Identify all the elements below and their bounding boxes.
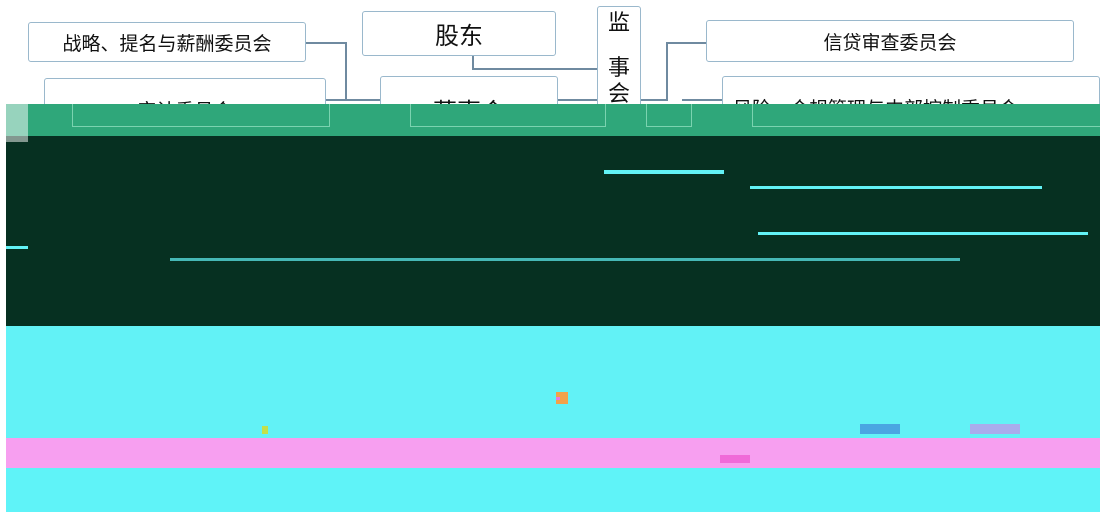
supervisors-label-char-2: 事 <box>607 56 630 82</box>
credit-committee-box: 信贷审查委员会 <box>706 20 1074 62</box>
glitch-cyan-line-3 <box>758 232 1088 235</box>
supervisors-label-char-3: 会 <box>607 81 630 107</box>
glitch-speck-violet <box>970 424 1020 434</box>
connector-to-risk <box>682 99 722 101</box>
connector-vertical-right <box>666 42 668 100</box>
glitch-ghost-box-3 <box>646 104 692 127</box>
glitch-speck-multicolor <box>860 424 900 434</box>
glitch-speck-pink <box>556 397 560 400</box>
glitch-cyan-line-4 <box>170 258 960 261</box>
glitch-white-left <box>0 102 28 142</box>
glitch-band-cyan-bottom <box>6 468 1100 512</box>
connector-shareholders-down <box>472 56 474 70</box>
glitch-cyan-line-1 <box>604 170 724 174</box>
connector-supervisors-right <box>640 99 668 101</box>
shareholders-label: 股东 <box>435 22 483 50</box>
glitch-band-dark <box>6 136 1100 326</box>
glitch-ghost-box-2 <box>410 104 606 127</box>
connector-audit-to-board <box>326 99 380 101</box>
glitch-speck-orange <box>556 392 568 404</box>
glitch-ghost-box-1 <box>72 104 330 127</box>
strategy-committee-box: 战略、提名与薪酬委员会 <box>28 22 306 62</box>
glitch-cyan-line-2 <box>750 186 1042 189</box>
supervisors-label-char-1: 监 <box>607 11 630 36</box>
connector-to-credit <box>666 42 706 44</box>
connector-strategy-to-board <box>306 42 346 44</box>
glitch-band-pink <box>6 438 1100 468</box>
glitch-ghost-box-4 <box>752 104 1100 127</box>
glitch-speck-magenta <box>720 455 750 463</box>
glitch-speck-green <box>262 426 268 434</box>
glitch-band-green <box>6 104 1100 136</box>
glitch-cyan-line-5 <box>6 246 28 249</box>
connector-vertical-left <box>345 42 347 100</box>
strategy-committee-label: 战略、提名与薪酬委员会 <box>62 32 272 55</box>
shareholders-box: 股东 <box>362 11 556 56</box>
connector-board-to-supervisors <box>558 99 598 101</box>
supervisors-box: 监 事 会 <box>597 6 641 110</box>
glitch-band-cyan <box>6 326 1100 438</box>
connector-shareholders-supervisors <box>472 68 624 70</box>
credit-committee-label: 信贷审查委员会 <box>823 31 957 54</box>
